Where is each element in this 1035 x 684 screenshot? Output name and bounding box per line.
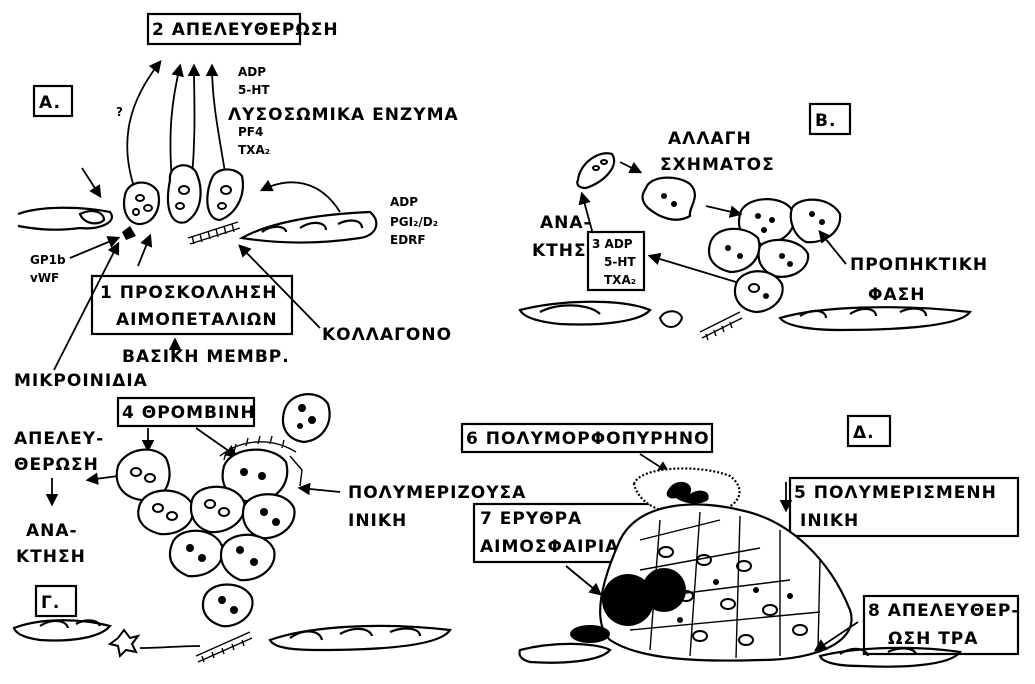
txa2-top-label: TXA₂	[238, 143, 270, 157]
release-box-title: 2 ΑΠΕΛΕΥΘΕΡΩΣΗ	[152, 20, 339, 40]
panel-d-label: Δ.	[853, 423, 875, 443]
polymorphonuclear-box: 6 ΠΟΛΥΜΟΡΦΟΠΥΡΗΝΟ	[466, 429, 710, 449]
polymerized-fibrin-line2: ΙΝΙΚΗ	[800, 511, 859, 531]
polymerized-fibrin-line1: 5 ΠΟΛΥΜΕΡΙΣΜΕΝΗ	[794, 483, 997, 503]
lysosomal-enzymes-label: ΛΥΣΟΣΩΜΙΚΑ ΕΝΖΥΜΑ	[228, 105, 459, 125]
tpa-release-line1: 8 ΑΠΕΛΕΥΘΕΡ-	[868, 601, 1019, 621]
procoagulant-line1: ΠΡΟΠΗΚΤΙΚΗ	[850, 255, 988, 275]
vwf-label: vWF	[30, 271, 59, 285]
reuptake-b-line1: ΑΝΑ-	[540, 213, 592, 233]
release-c-line2: ΘΕΡΩΣΗ	[14, 455, 99, 475]
serotonin-top-label: 5-HT	[238, 83, 270, 97]
panel-a-label: A.	[39, 93, 61, 113]
reuptake-c-line1: ΑΝΑ-	[26, 521, 78, 541]
shape-change-line1: ΑΛΛΑΓΗ	[668, 129, 752, 149]
box3-line2: 5-HT	[604, 255, 636, 269]
panel-b: B. ΑΛΛΑΓΗ ΣΧΗΜΑΤΟΣ ΑΝΑ- ΚΤΗΣΗ 3 ADP	[520, 104, 988, 340]
panel-c: 4 ΘΡΟΜΒΙΝΗ ΑΠΕΛΕΥ- ΘΕΡΩΣΗ ΑΝΑ- ΚΤΗΣΗ Γ.	[14, 394, 526, 662]
basement-membrane-label: ΒΑΣΙΚΗ ΜΕΜΒΡ.	[122, 347, 290, 367]
red-cells-line1: 7 ΕΡΥΘΡΑ	[480, 509, 582, 529]
gp1b-label: GP1b	[30, 253, 66, 267]
adp-right-label: ADP	[390, 195, 418, 209]
panel-b-label: B.	[815, 111, 836, 131]
box3-line1: 3 ADP	[592, 237, 633, 251]
panel-d: Δ. 6 ΠΟΛΥΜΟΡΦΟΠΥΡΗΝΟ 5 ΠΟΛΥΜΕΡΙΣΜΕΝΗ ΙΝΙ…	[462, 416, 1019, 667]
adhesion-box-line1: 1 ΠΡΟΣΚΟΛΛΗΣΗ	[100, 283, 278, 303]
adhesion-box-line2: ΑΙΜΟΠΕΤΑΛΙΩΝ	[116, 310, 278, 330]
panel-c-label: Γ.	[41, 593, 60, 613]
procoagulant-line2: ΦΑΣΗ	[868, 285, 925, 305]
polymerizing-fibrin-line1: ΠΟΛΥΜΕΡΙΖΟΥΣΑ	[348, 483, 526, 503]
collagen-label: ΚΟΛΛΑΓΟΝΟ	[322, 325, 452, 345]
pf4-label: PF4	[238, 125, 263, 139]
panel-a: A. 2 ΑΠΕΛΕΥΘΕΡΩΣΗ ? ADP 5-HT ΛΥΣΟΣΩΜΙΚΑ …	[14, 14, 459, 391]
thrombin-box: 4 ΘΡΟΜΒΙΝΗ	[122, 403, 256, 423]
shape-change-line2: ΣΧΗΜΑΤΟΣ	[660, 155, 775, 175]
polymerizing-fibrin-line2: ΙΝΙΚΗ	[348, 511, 407, 531]
question-mark: ?	[116, 105, 123, 119]
box3-line3: TXA₂	[604, 273, 636, 287]
reuptake-c-line2: ΚΤΗΣΗ	[16, 547, 86, 567]
red-cells-line2: ΑΙΜΟΣΦΑΙΡΙΑ	[480, 537, 619, 557]
pgi2-d2-label: PGI₂/D₂	[390, 215, 438, 229]
tpa-release-line2: ΩΣΗ ΤΡΑ	[888, 629, 978, 649]
release-c-line1: ΑΠΕΛΕΥ-	[14, 429, 104, 449]
edrf-label: EDRF	[390, 233, 426, 247]
adp-top-label: ADP	[238, 65, 266, 79]
microfibrils-label: ΜΙΚΡΟΙΝΙΔΙΑ	[14, 371, 148, 391]
